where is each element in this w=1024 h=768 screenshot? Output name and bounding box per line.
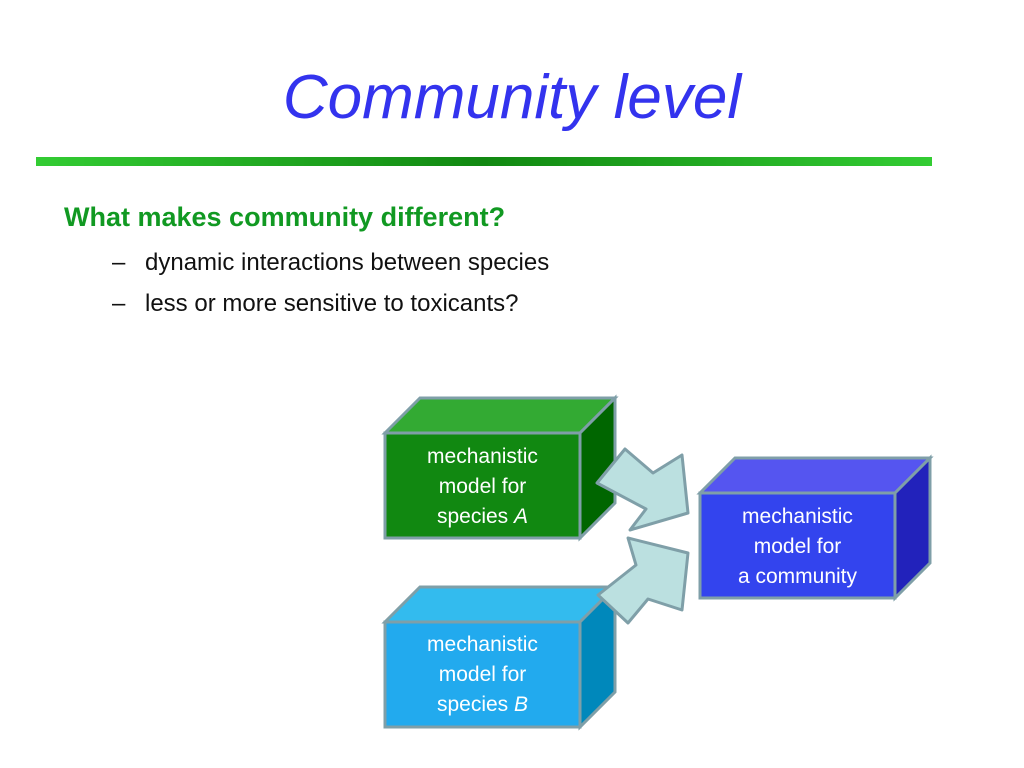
species-b-letter: B: [514, 693, 529, 716]
arrow-a-to-community: [595, 447, 690, 532]
bullet-text: dynamic interactions between species: [145, 249, 550, 276]
community-cube: [696, 454, 934, 602]
species-b-line2: model for: [438, 663, 527, 686]
species-a-line2: model for: [438, 475, 527, 498]
species-a-line3: species A: [436, 505, 529, 528]
arrow-b-to-community: [596, 536, 690, 625]
species-a-line1: mechanistic: [427, 445, 538, 468]
species-b-label: mechanistic model for species B: [385, 630, 580, 720]
community-label: mechanistic model for a community: [700, 502, 895, 592]
species-b-line3: species B: [436, 693, 529, 716]
bullet-dash: –: [112, 290, 126, 317]
species-a-cube: [381, 394, 619, 542]
bullet-item: –less or more sensitive to toxicants?: [112, 289, 519, 319]
species-a-label: mechanistic model for species A: [385, 442, 580, 532]
bullet-item: –dynamic interactions between species: [112, 248, 549, 278]
species-b-cube: [381, 583, 619, 731]
species-a-letter: A: [514, 505, 529, 528]
community-line3: a community: [737, 565, 858, 588]
community-line2: model for: [753, 535, 842, 558]
species-b-line1: mechanistic: [427, 633, 538, 656]
community-line1: mechanistic: [742, 505, 853, 528]
slide-title: Community level: [282, 63, 742, 132]
bullet-text: less or more sensitive to toxicants?: [145, 290, 519, 317]
section-heading: What makes community different?: [64, 202, 506, 232]
bullet-dash: –: [112, 249, 126, 276]
title-divider: [36, 157, 932, 166]
